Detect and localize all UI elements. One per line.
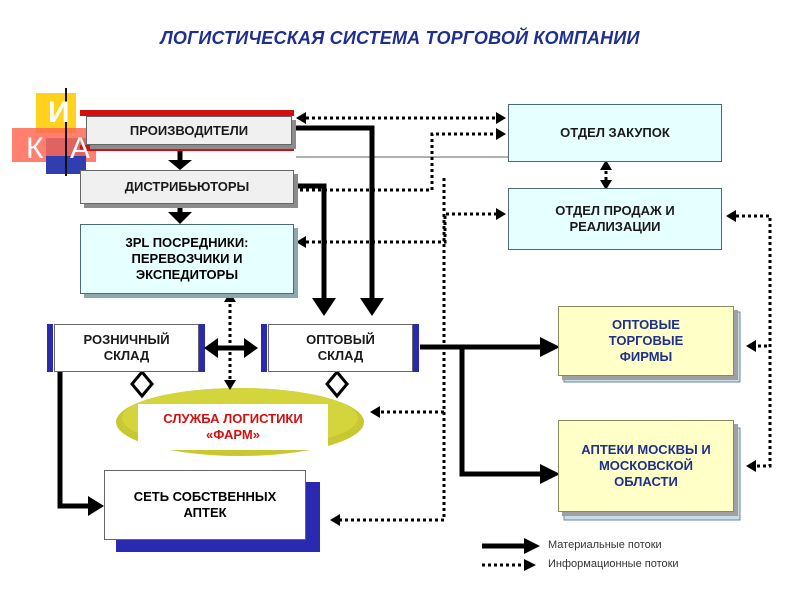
producers-box: ПРОИЗВОДИТЕЛИ — [86, 116, 292, 145]
legend-information-label: Информационные потоки — [548, 558, 679, 570]
logo-letter-i: И — [48, 96, 70, 129]
logistics-service-label: СЛУЖБА ЛОГИСТИКИ «ФАРМ» — [163, 411, 303, 442]
own-pharmacies-label: СЕТЬ СОБСТВЕННЫХ АПТЕК — [133, 489, 277, 520]
intermediaries-box: 3PL ПОСРЕДНИКИ: ПЕРЕВОЗЧИКИ И ЭКСПЕДИТОР… — [80, 224, 294, 294]
distributors-box: ДИСТРИБЬЮТОРЫ — [80, 170, 294, 204]
wholesale-warehouse-label: ОПТОВЫЙ СКЛАД — [306, 332, 375, 363]
information-arrowheads — [224, 112, 756, 526]
sales-dept-box: ОТДЕЛ ПРОДАЖ И РЕАЛИЗАЦИИ — [508, 188, 722, 250]
wholesale-firms-label: ОПТОВЫЕ ТОРГОВЫЕ ФИРМЫ — [608, 317, 684, 364]
moscow-pharmacies-box: АПТЕКИ МОСКВЫ И МОСКОВСКОЙ ОБЛАСТИ — [558, 420, 734, 512]
material-arrowheads — [88, 160, 560, 516]
moscow-pharmacies-label: АПТЕКИ МОСКВЫ И МОСКОВСКОЙ ОБЛАСТИ — [581, 442, 711, 489]
retail-warehouse-label: РОЗНИЧНЫЙ СКЛАД — [83, 332, 170, 363]
information-flows — [228, 116, 772, 522]
own-pharmacies-box: СЕТЬ СОБСТВЕННЫХ АПТЕК — [104, 470, 306, 540]
logistics-service-box: СЛУЖБА ЛОГИСТИКИ «ФАРМ» — [138, 404, 328, 450]
intermediaries-label: 3PL ПОСРЕДНИКИ: ПЕРЕВОЗЧИКИ И ЭКСПЕДИТОР… — [125, 235, 249, 282]
warehouse-connectors — [130, 369, 349, 399]
purchasing-dept-box: ОТДЕЛ ЗАКУПОК — [508, 104, 722, 162]
legend-material-label: Материальные потоки — [548, 539, 662, 551]
sales-dept-label: ОТДЕЛ ПРОДАЖ И РЕАЛИЗАЦИИ — [555, 203, 675, 234]
logo-letter-a: А — [70, 132, 91, 165]
retail-warehouse-box: РОЗНИЧНЫЙ СКЛАД — [54, 324, 199, 372]
logo-letter-k: К — [26, 132, 44, 165]
page-title: ЛОГИСТИЧЕСКАЯ СИСТЕМА ТОРГОВОЙ КОМПАНИИ — [160, 28, 640, 48]
wholesale-firms-box: ОПТОВЫЕ ТОРГОВЫЕ ФИРМЫ — [558, 306, 734, 376]
wholesale-warehouse-box: ОПТОВЫЙ СКЛАД — [268, 324, 413, 372]
legend — [482, 538, 540, 571]
